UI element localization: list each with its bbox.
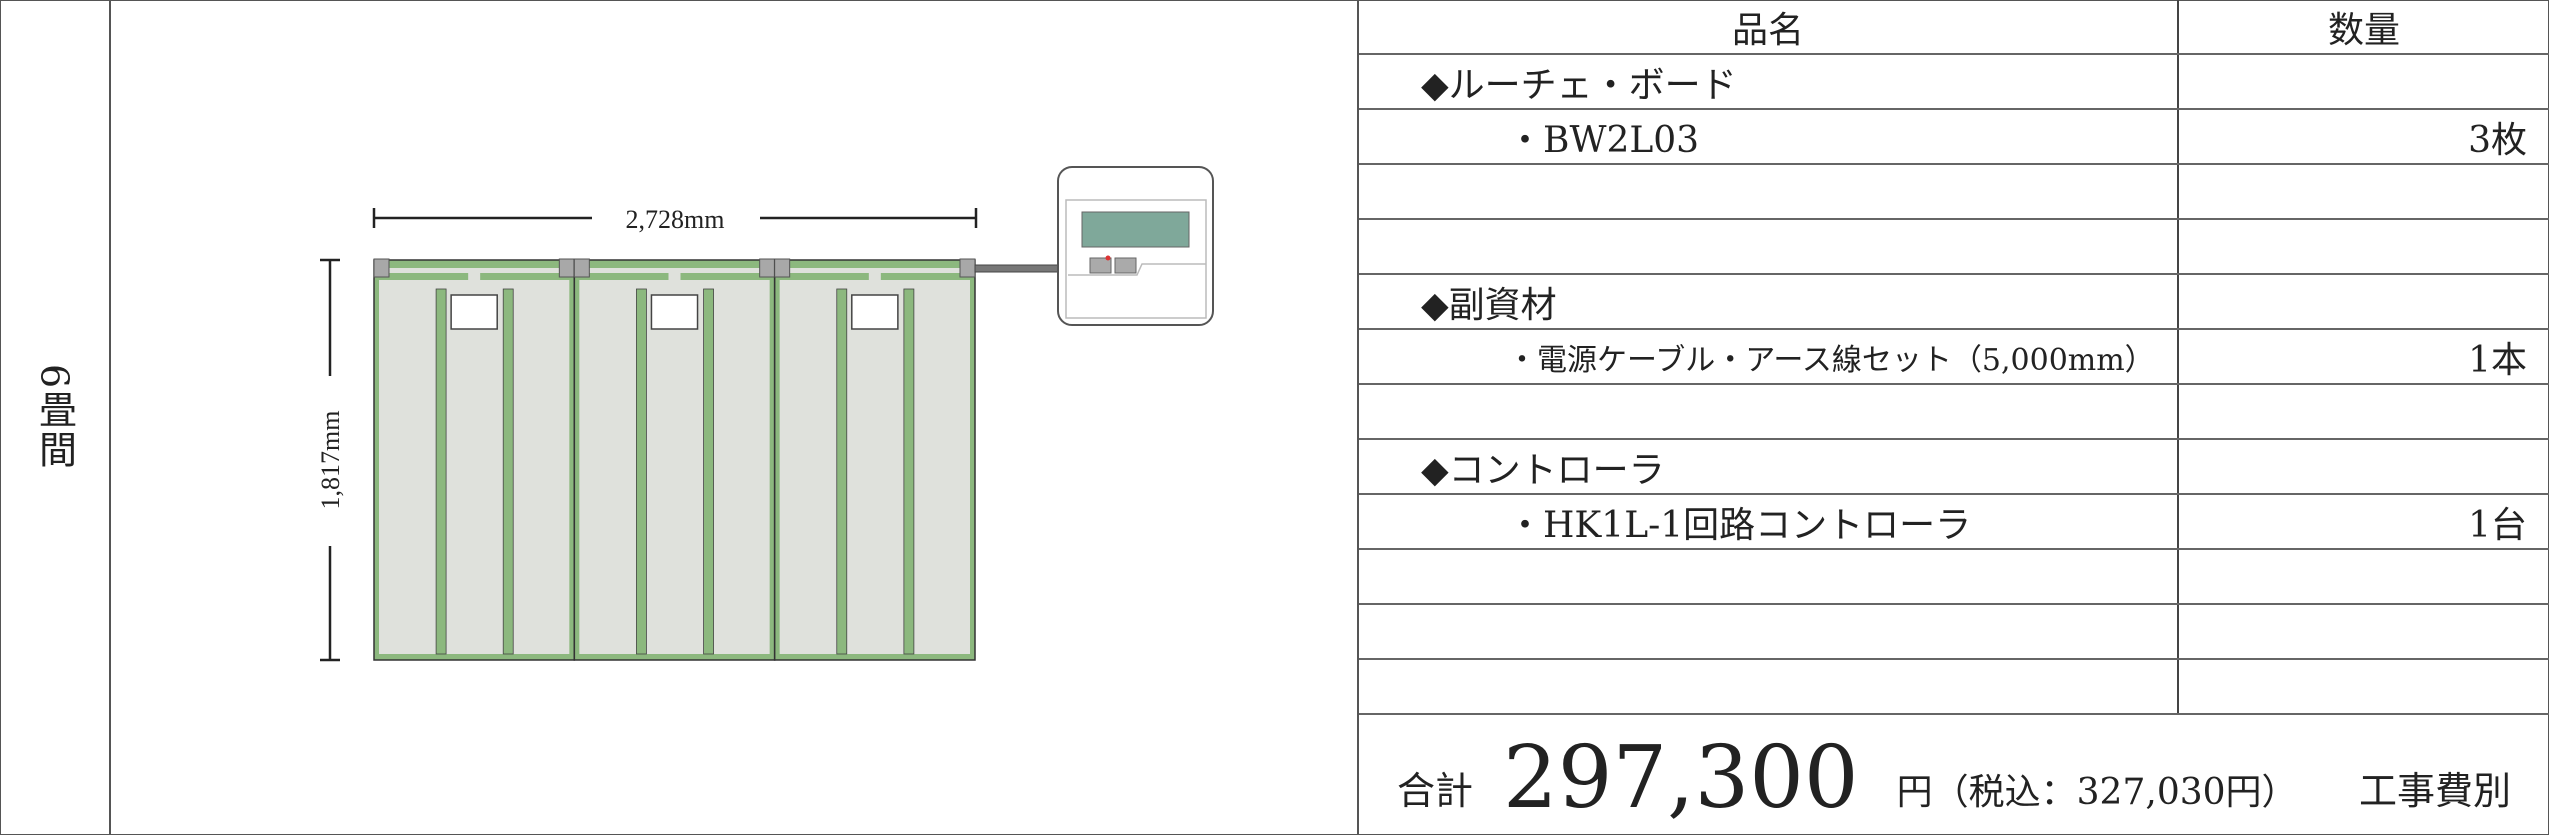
item-name: ◆ルーチェ・ボード	[1421, 64, 1737, 106]
item-name	[1359, 550, 2177, 603]
total-footer: 合計 297,300 円（税込：327,030円） 工事費別	[1359, 712, 2549, 835]
table-row: ・HK1L-1回路コントローラ 1台	[1359, 495, 2549, 550]
table-header: 品名 数量	[1359, 0, 2549, 55]
table-row	[1359, 605, 2549, 660]
item-qty: 1台	[2177, 495, 2549, 548]
item-qty	[2177, 275, 2549, 328]
item-name	[1359, 220, 2177, 273]
connector	[959, 258, 976, 278]
item-name: ・HK1L-1回路コントローラ	[1507, 504, 1972, 546]
item-qty	[2177, 550, 2549, 603]
item-qty	[2177, 220, 2549, 273]
connector	[573, 258, 590, 278]
item-qty	[2177, 440, 2549, 493]
connector	[558, 258, 575, 278]
item-qty	[2177, 605, 2549, 658]
controller-cable	[974, 264, 1061, 273]
run-button	[1089, 257, 1112, 274]
total-amount: 297,300	[1503, 728, 1859, 828]
heater-strip	[903, 288, 915, 655]
connector	[373, 258, 390, 278]
room-size-cell: 6畳間	[0, 0, 110, 835]
room-size-label: 6畳間	[32, 364, 77, 471]
table-row: ◆副資材	[1359, 275, 2549, 330]
controller-screen	[1081, 211, 1190, 248]
height-dimension	[320, 258, 340, 662]
tax-included-text: 円（税込：327,030円）	[1896, 772, 2298, 813]
item-qty	[2177, 660, 2549, 713]
panel-surface	[579, 280, 770, 654]
item-name: ◆コントローラ	[1421, 449, 1665, 491]
item-name	[1359, 605, 2177, 658]
heater-strip	[435, 288, 447, 655]
item-name: ・BW2L03	[1507, 119, 1700, 161]
panel-gap	[468, 273, 481, 281]
width-dimension	[372, 208, 978, 228]
heater-panels	[373, 258, 976, 661]
controller	[1057, 166, 1214, 326]
panel-gap	[578, 268, 771, 273]
connector	[759, 258, 776, 278]
layout-diagram: 2,728mm 1,817mm	[316, 166, 1214, 662]
divider	[109, 0, 111, 835]
label-box	[450, 294, 498, 330]
table-row	[1359, 220, 2549, 275]
stop-button	[1114, 257, 1137, 274]
table-row: ◆ルーチェ・ボード	[1359, 55, 2549, 110]
heater-strip	[636, 288, 647, 655]
divider	[1357, 0, 1359, 835]
item-name: ◆副資材	[1421, 284, 1557, 326]
item-qty: 1本	[2177, 330, 2549, 383]
item-name	[1359, 660, 2177, 713]
total-label: 合計	[1397, 769, 1474, 813]
construction-note: 工事費別	[2358, 769, 2511, 813]
item-qty: 3枚	[2177, 110, 2549, 163]
table-row	[1359, 385, 2549, 440]
panel-gap	[378, 268, 571, 273]
item-qty	[2177, 165, 2549, 218]
item-qty	[2177, 55, 2549, 108]
table-row	[1359, 165, 2549, 220]
panel-gap	[868, 273, 881, 281]
panel-surface	[379, 280, 570, 654]
panel-gap	[778, 268, 971, 273]
panel-gap	[668, 273, 681, 281]
width-label: 2,728mm	[626, 205, 725, 234]
item-name: ・電源ケーブル・アース線セット（5,000mm）	[1507, 342, 2155, 378]
panel-surface	[779, 280, 970, 654]
heater-strip	[836, 288, 848, 655]
table-row: ・電源ケーブル・アース線セット（5,000mm） 1本	[1359, 330, 2549, 385]
header-name: 品名	[1731, 9, 1804, 51]
label-box	[851, 294, 899, 330]
heater-strip	[502, 288, 514, 655]
item-qty	[2177, 385, 2549, 438]
table-row	[1359, 550, 2549, 605]
table-row	[1359, 660, 2549, 715]
item-name	[1359, 385, 2177, 438]
header-qty: 数量	[2177, 0, 2549, 53]
label-box	[650, 294, 699, 330]
connector	[774, 258, 791, 278]
table-row: ◆コントローラ	[1359, 440, 2549, 495]
height-label: 1,817mm	[316, 411, 345, 510]
table-row: ・BW2L03 3枚	[1359, 110, 2549, 165]
item-name	[1359, 165, 2177, 218]
heater-strip	[703, 288, 714, 655]
